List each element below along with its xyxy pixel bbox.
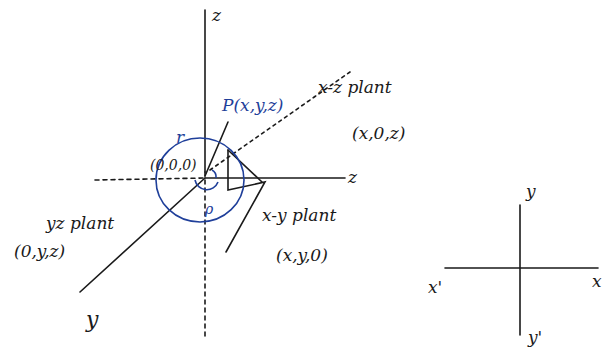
axis-label: z [212, 6, 221, 25]
axis-label: y [526, 182, 536, 201]
origin-label: (0,0,0) [150, 158, 197, 173]
plane-label: yz plant [46, 214, 114, 233]
axis-label: y [86, 308, 98, 332]
plane-label: x-y plant [262, 206, 336, 225]
plane-label: x-z plant [318, 78, 392, 97]
axis-label: y' [528, 328, 542, 347]
radius-label: r [176, 128, 184, 147]
coordinate-label: (x,0,z) [352, 124, 405, 143]
axis-label: z [348, 168, 357, 187]
angle-label: ρ [205, 202, 213, 217]
coordinate-label: (0,y,z) [14, 242, 65, 261]
axis-label: x' [428, 278, 442, 297]
axis-label: x [592, 272, 602, 291]
coordinate-label: (x,y,0) [276, 246, 328, 265]
point-label: P(x,y,z) [222, 96, 283, 115]
